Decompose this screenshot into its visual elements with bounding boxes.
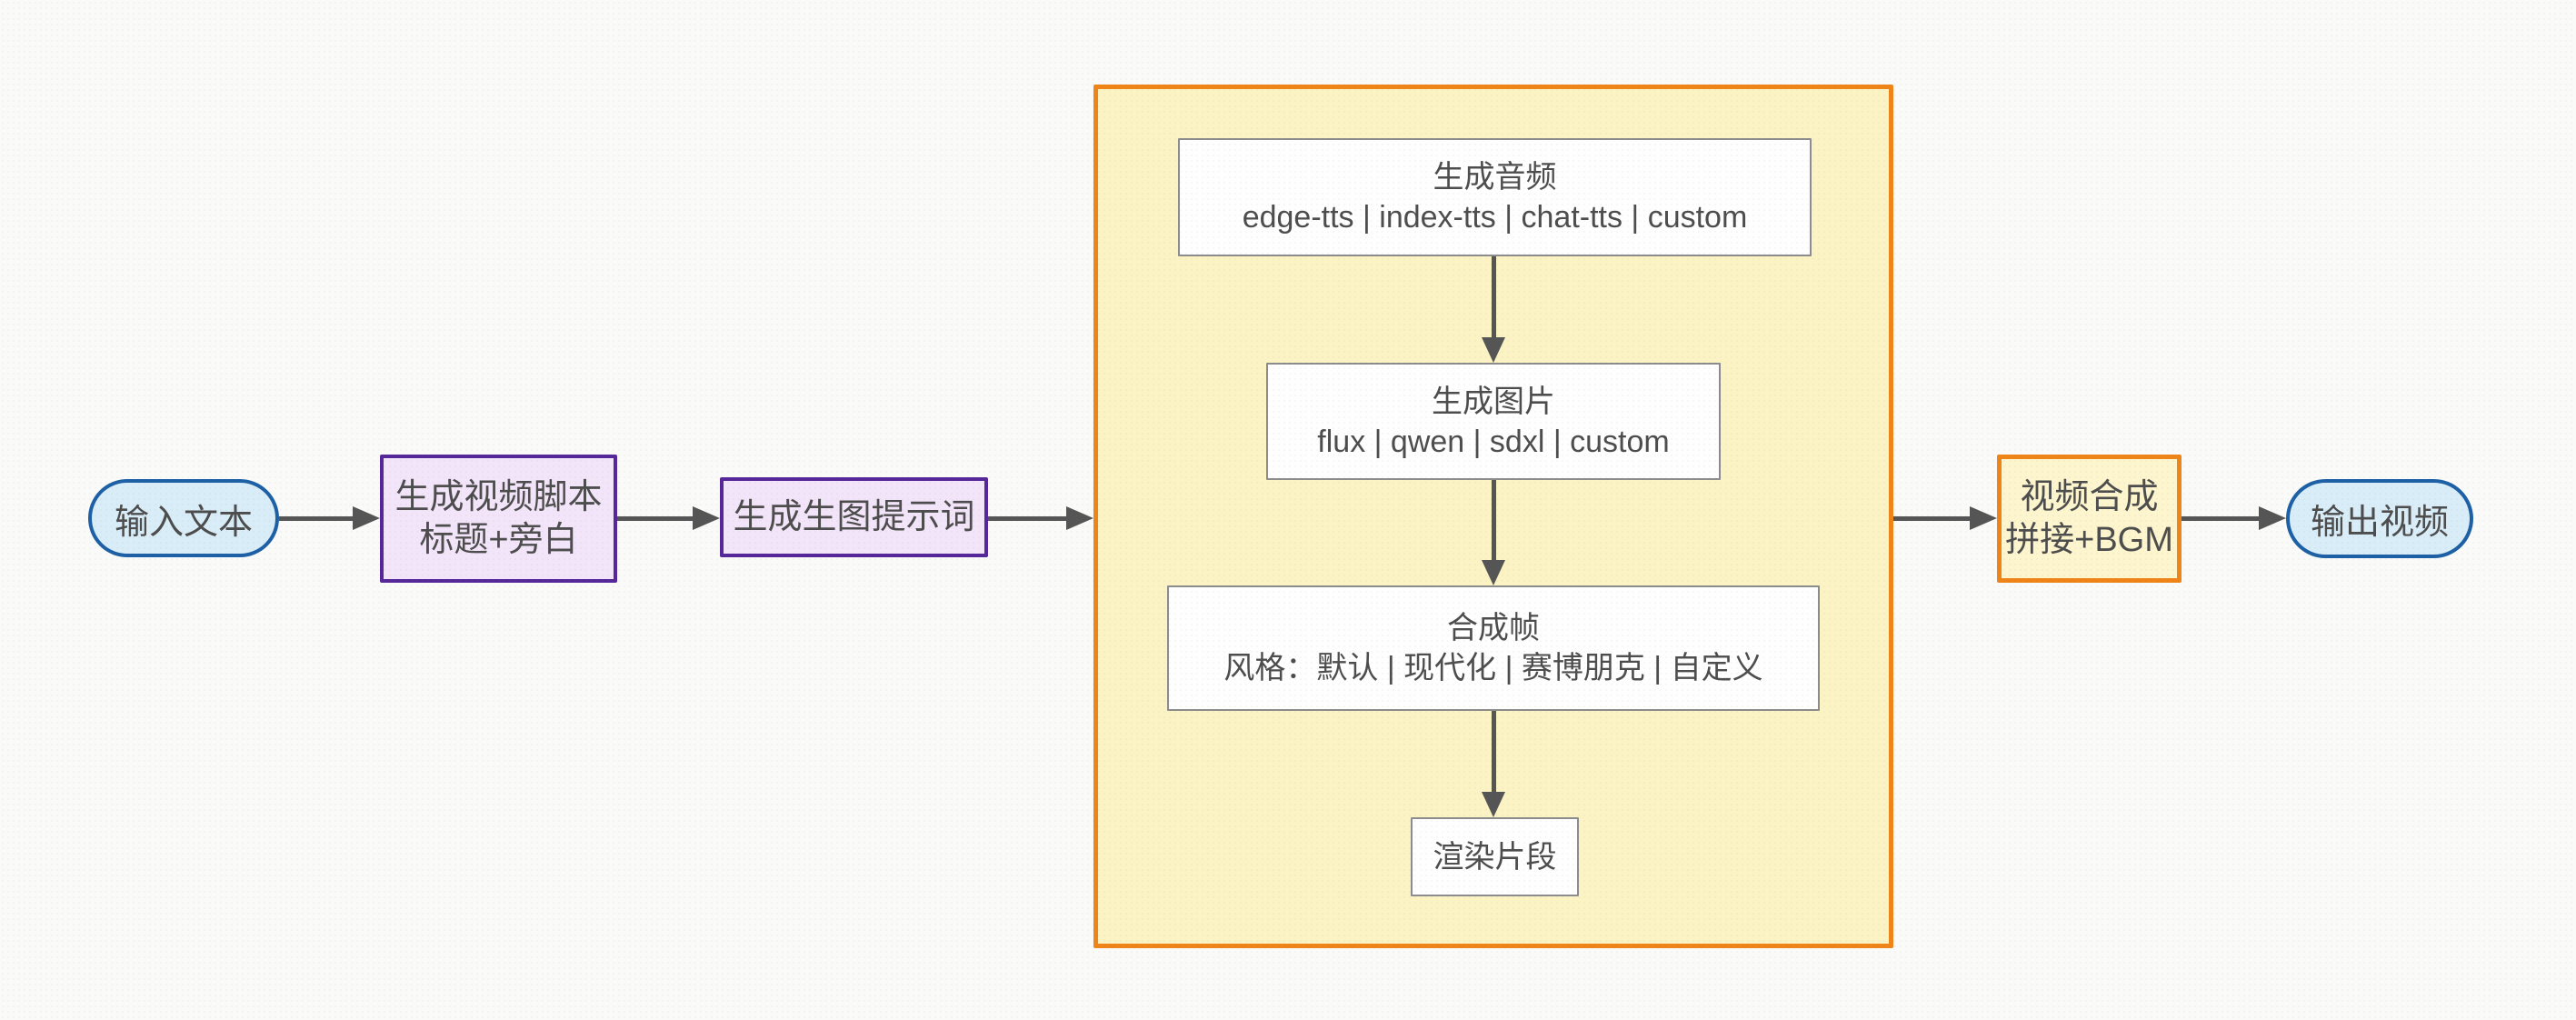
node-generate-audio-options: edge-tts | index-tts | chat-tts | custom bbox=[1242, 200, 1748, 235]
node-generate-script-line1: 生成视频脚本 bbox=[394, 477, 603, 516]
arrow-subgraph-to-compose bbox=[1893, 506, 1997, 530]
node-generate-script: 生成视频脚本 标题+旁白 bbox=[380, 455, 617, 583]
node-render-clip: 渲染片段 bbox=[1411, 817, 1579, 896]
node-generate-image-title: 生成图片 bbox=[1432, 384, 1555, 419]
node-generate-prompt: 生成生图提示词 bbox=[720, 477, 988, 557]
node-output-video-label: 输出视频 bbox=[2310, 504, 2449, 542]
arrow-compose-to-output bbox=[2182, 506, 2286, 530]
arrow-audio-to-image bbox=[1482, 256, 1505, 363]
node-generate-image: 生成图片 flux | qwen | sdxl | custom bbox=[1266, 363, 1721, 480]
node-render-clip-label: 渲染片段 bbox=[1433, 839, 1557, 875]
node-compose-frame-options: 风格：默认 | 现代化 | 赛博朋克 | 自定义 bbox=[1223, 651, 1763, 685]
arrow-input-to-script bbox=[279, 506, 380, 530]
node-video-compose-line2: 拼接+BGM bbox=[2005, 520, 2173, 559]
node-video-compose-line1: 视频合成 bbox=[2020, 477, 2159, 516]
arrow-script-to-prompt bbox=[617, 506, 720, 530]
node-output-video: 输出视频 bbox=[2286, 479, 2473, 558]
node-generate-prompt-label: 生成生图提示词 bbox=[733, 497, 975, 536]
arrow-prompt-to-subgraph bbox=[988, 506, 1093, 530]
node-compose-frame: 合成帧 风格：默认 | 现代化 | 赛博朋克 | 自定义 bbox=[1167, 585, 1820, 711]
node-input-text: 输入文本 bbox=[88, 479, 279, 557]
node-video-compose: 视频合成 拼接+BGM bbox=[1997, 455, 2182, 583]
node-generate-audio: 生成音频 edge-tts | index-tts | chat-tts | c… bbox=[1178, 138, 1812, 256]
node-input-text-label: 输入文本 bbox=[114, 503, 253, 542]
node-generate-script-line2: 标题+旁白 bbox=[419, 520, 578, 559]
arrow-image-to-frame bbox=[1482, 480, 1505, 585]
node-generate-image-options: flux | qwen | sdxl | custom bbox=[1317, 424, 1670, 459]
node-generate-audio-title: 生成音频 bbox=[1433, 160, 1557, 195]
node-compose-frame-title: 合成帧 bbox=[1447, 611, 1540, 645]
arrow-frame-to-render bbox=[1482, 711, 1505, 817]
